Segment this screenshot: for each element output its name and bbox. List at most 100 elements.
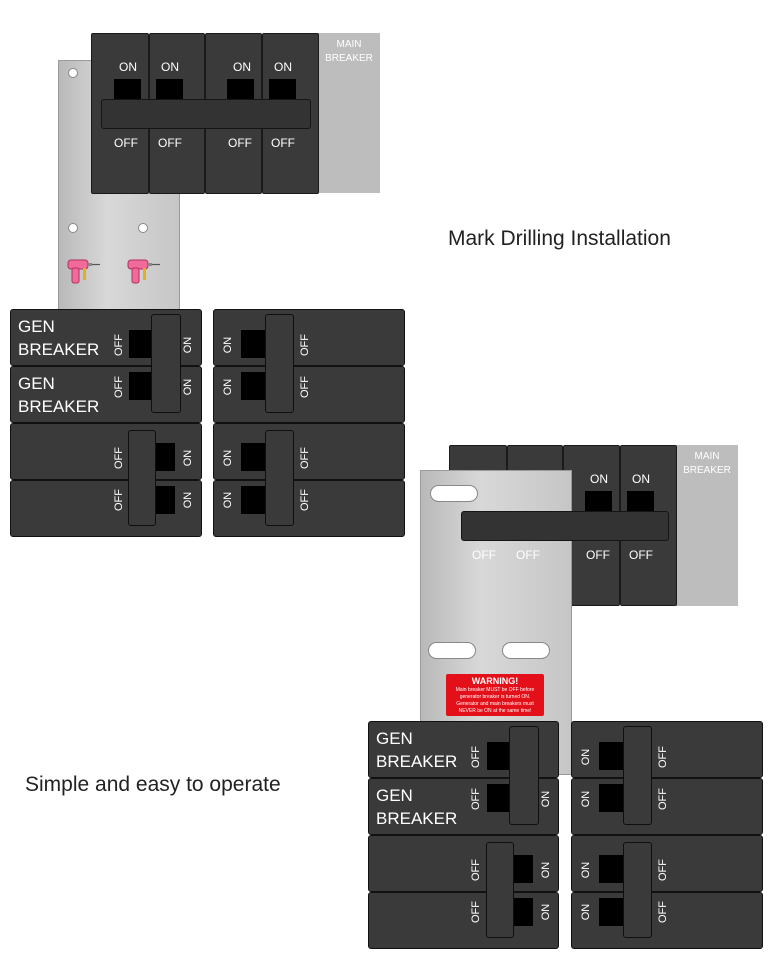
breaker-handle[interactable] — [151, 314, 181, 413]
switch-window — [241, 372, 265, 400]
main-breaker-tie-bar[interactable] — [461, 511, 669, 541]
breaker-handle[interactable] — [265, 430, 294, 526]
main-breaker-panel — [676, 445, 738, 606]
switch-window — [227, 79, 254, 99]
caption-simple-easy: Simple and easy to operate — [25, 773, 281, 796]
gen-breaker-label: GEN BREAKER — [376, 784, 457, 830]
on-label: ON — [540, 790, 552, 808]
off-label: OFF — [299, 376, 311, 398]
on-label: ON — [580, 903, 592, 921]
off-label: OFF — [228, 136, 252, 150]
off-label: OFF — [657, 746, 669, 768]
off-label: OFF — [657, 901, 669, 923]
plate-hole — [68, 223, 78, 233]
warning-text-line1: Main breaker MUST be OFF before — [455, 687, 535, 693]
main-breaker-tie-bar[interactable] — [101, 99, 311, 129]
warning-title: WARNING! — [471, 676, 519, 686]
gen-label-line2: BREAKER — [18, 397, 100, 416]
plate-slot — [430, 485, 478, 502]
main-breaker-label-line2: BREAKER — [325, 53, 373, 64]
on-label: ON — [540, 903, 552, 921]
off-label: OFF — [516, 548, 540, 562]
off-label: OFF — [114, 136, 138, 150]
top-panel-assembly: MAIN BREAKER ON ON ON ON O — [10, 33, 405, 537]
switch-window — [599, 898, 623, 926]
main-breaker-label: MAIN BREAKER — [318, 38, 380, 66]
on-label: ON — [119, 60, 137, 74]
gen-label-line1: GEN — [376, 729, 413, 748]
warning-text-line4: NEVER be ON at the same time! — [458, 708, 532, 714]
breaker-handle[interactable] — [128, 430, 156, 526]
switch-window — [241, 443, 265, 471]
main-breaker-label-line1: MAIN — [336, 39, 362, 50]
plate-hole — [68, 68, 78, 78]
switch-window — [627, 491, 654, 511]
main-breaker-label-line2: BREAKER — [683, 465, 731, 476]
gen-label-line2: BREAKER — [376, 752, 458, 771]
switch-window — [129, 372, 153, 400]
switch-window — [155, 486, 175, 514]
gen-breaker-label: GEN BREAKER — [18, 372, 99, 418]
off-label: OFF — [158, 136, 182, 150]
main-breaker-label-line1: MAIN — [694, 451, 720, 462]
drill-icon — [126, 256, 162, 286]
switch-window — [513, 898, 533, 926]
switch-window — [487, 742, 511, 770]
switch-window — [114, 79, 141, 99]
off-label: OFF — [470, 859, 482, 881]
on-label: ON — [540, 861, 552, 879]
drill-icon — [66, 256, 102, 286]
caption-mark-drilling: Mark Drilling Installation — [448, 227, 671, 250]
switch-window — [599, 855, 623, 883]
on-label: ON — [580, 861, 592, 879]
warning-text-line2: generator breaker is turned ON. — [459, 694, 531, 700]
on-label: ON — [182, 336, 194, 354]
gen-label-line1: GEN — [18, 317, 55, 336]
warning-text-line3: Generator and main breakers must — [456, 701, 534, 707]
off-label: OFF — [472, 548, 496, 562]
on-label: ON — [182, 378, 194, 396]
off-label: OFF — [629, 548, 653, 562]
breaker-handle[interactable] — [623, 842, 652, 938]
gen-label-line1: GEN — [376, 786, 413, 805]
on-label: ON — [274, 60, 292, 74]
switch-window — [269, 79, 296, 99]
warning-label: WARNING! Main breaker MUST be OFF before… — [446, 674, 544, 716]
off-label: OFF — [113, 376, 125, 398]
breaker-handle[interactable] — [623, 726, 652, 825]
off-label: OFF — [271, 136, 295, 150]
breaker-handle[interactable] — [486, 842, 514, 938]
breaker-handle[interactable] — [265, 314, 294, 413]
switch-window — [241, 330, 265, 358]
main-breaker-panel — [318, 33, 380, 193]
switch-window — [585, 491, 612, 511]
on-label: ON — [233, 60, 251, 74]
switch-window — [241, 486, 265, 514]
switch-window — [487, 784, 511, 812]
gen-label-line2: BREAKER — [376, 809, 458, 828]
on-label: ON — [222, 336, 234, 354]
off-label: OFF — [657, 859, 669, 881]
on-label: ON — [580, 790, 592, 808]
on-label: ON — [222, 378, 234, 396]
off-label: OFF — [586, 548, 610, 562]
switch-window — [599, 742, 623, 770]
switch-window — [156, 79, 183, 99]
off-label: OFF — [299, 334, 311, 356]
main-breaker-label: MAIN BREAKER — [676, 450, 738, 478]
switch-window — [155, 443, 175, 471]
gen-label-line1: GEN — [18, 374, 55, 393]
switch-window — [599, 784, 623, 812]
off-label: OFF — [470, 788, 482, 810]
on-label: ON — [580, 748, 592, 766]
plate-slot — [502, 642, 550, 659]
switch-window — [129, 330, 153, 358]
switch-window — [513, 855, 533, 883]
on-label: ON — [590, 472, 608, 486]
plate-hole — [138, 223, 148, 233]
gen-breaker-label: GEN BREAKER — [18, 315, 99, 361]
off-label: OFF — [113, 334, 125, 356]
off-label: OFF — [470, 901, 482, 923]
breaker-handle[interactable] — [509, 726, 539, 825]
off-label: OFF — [470, 746, 482, 768]
